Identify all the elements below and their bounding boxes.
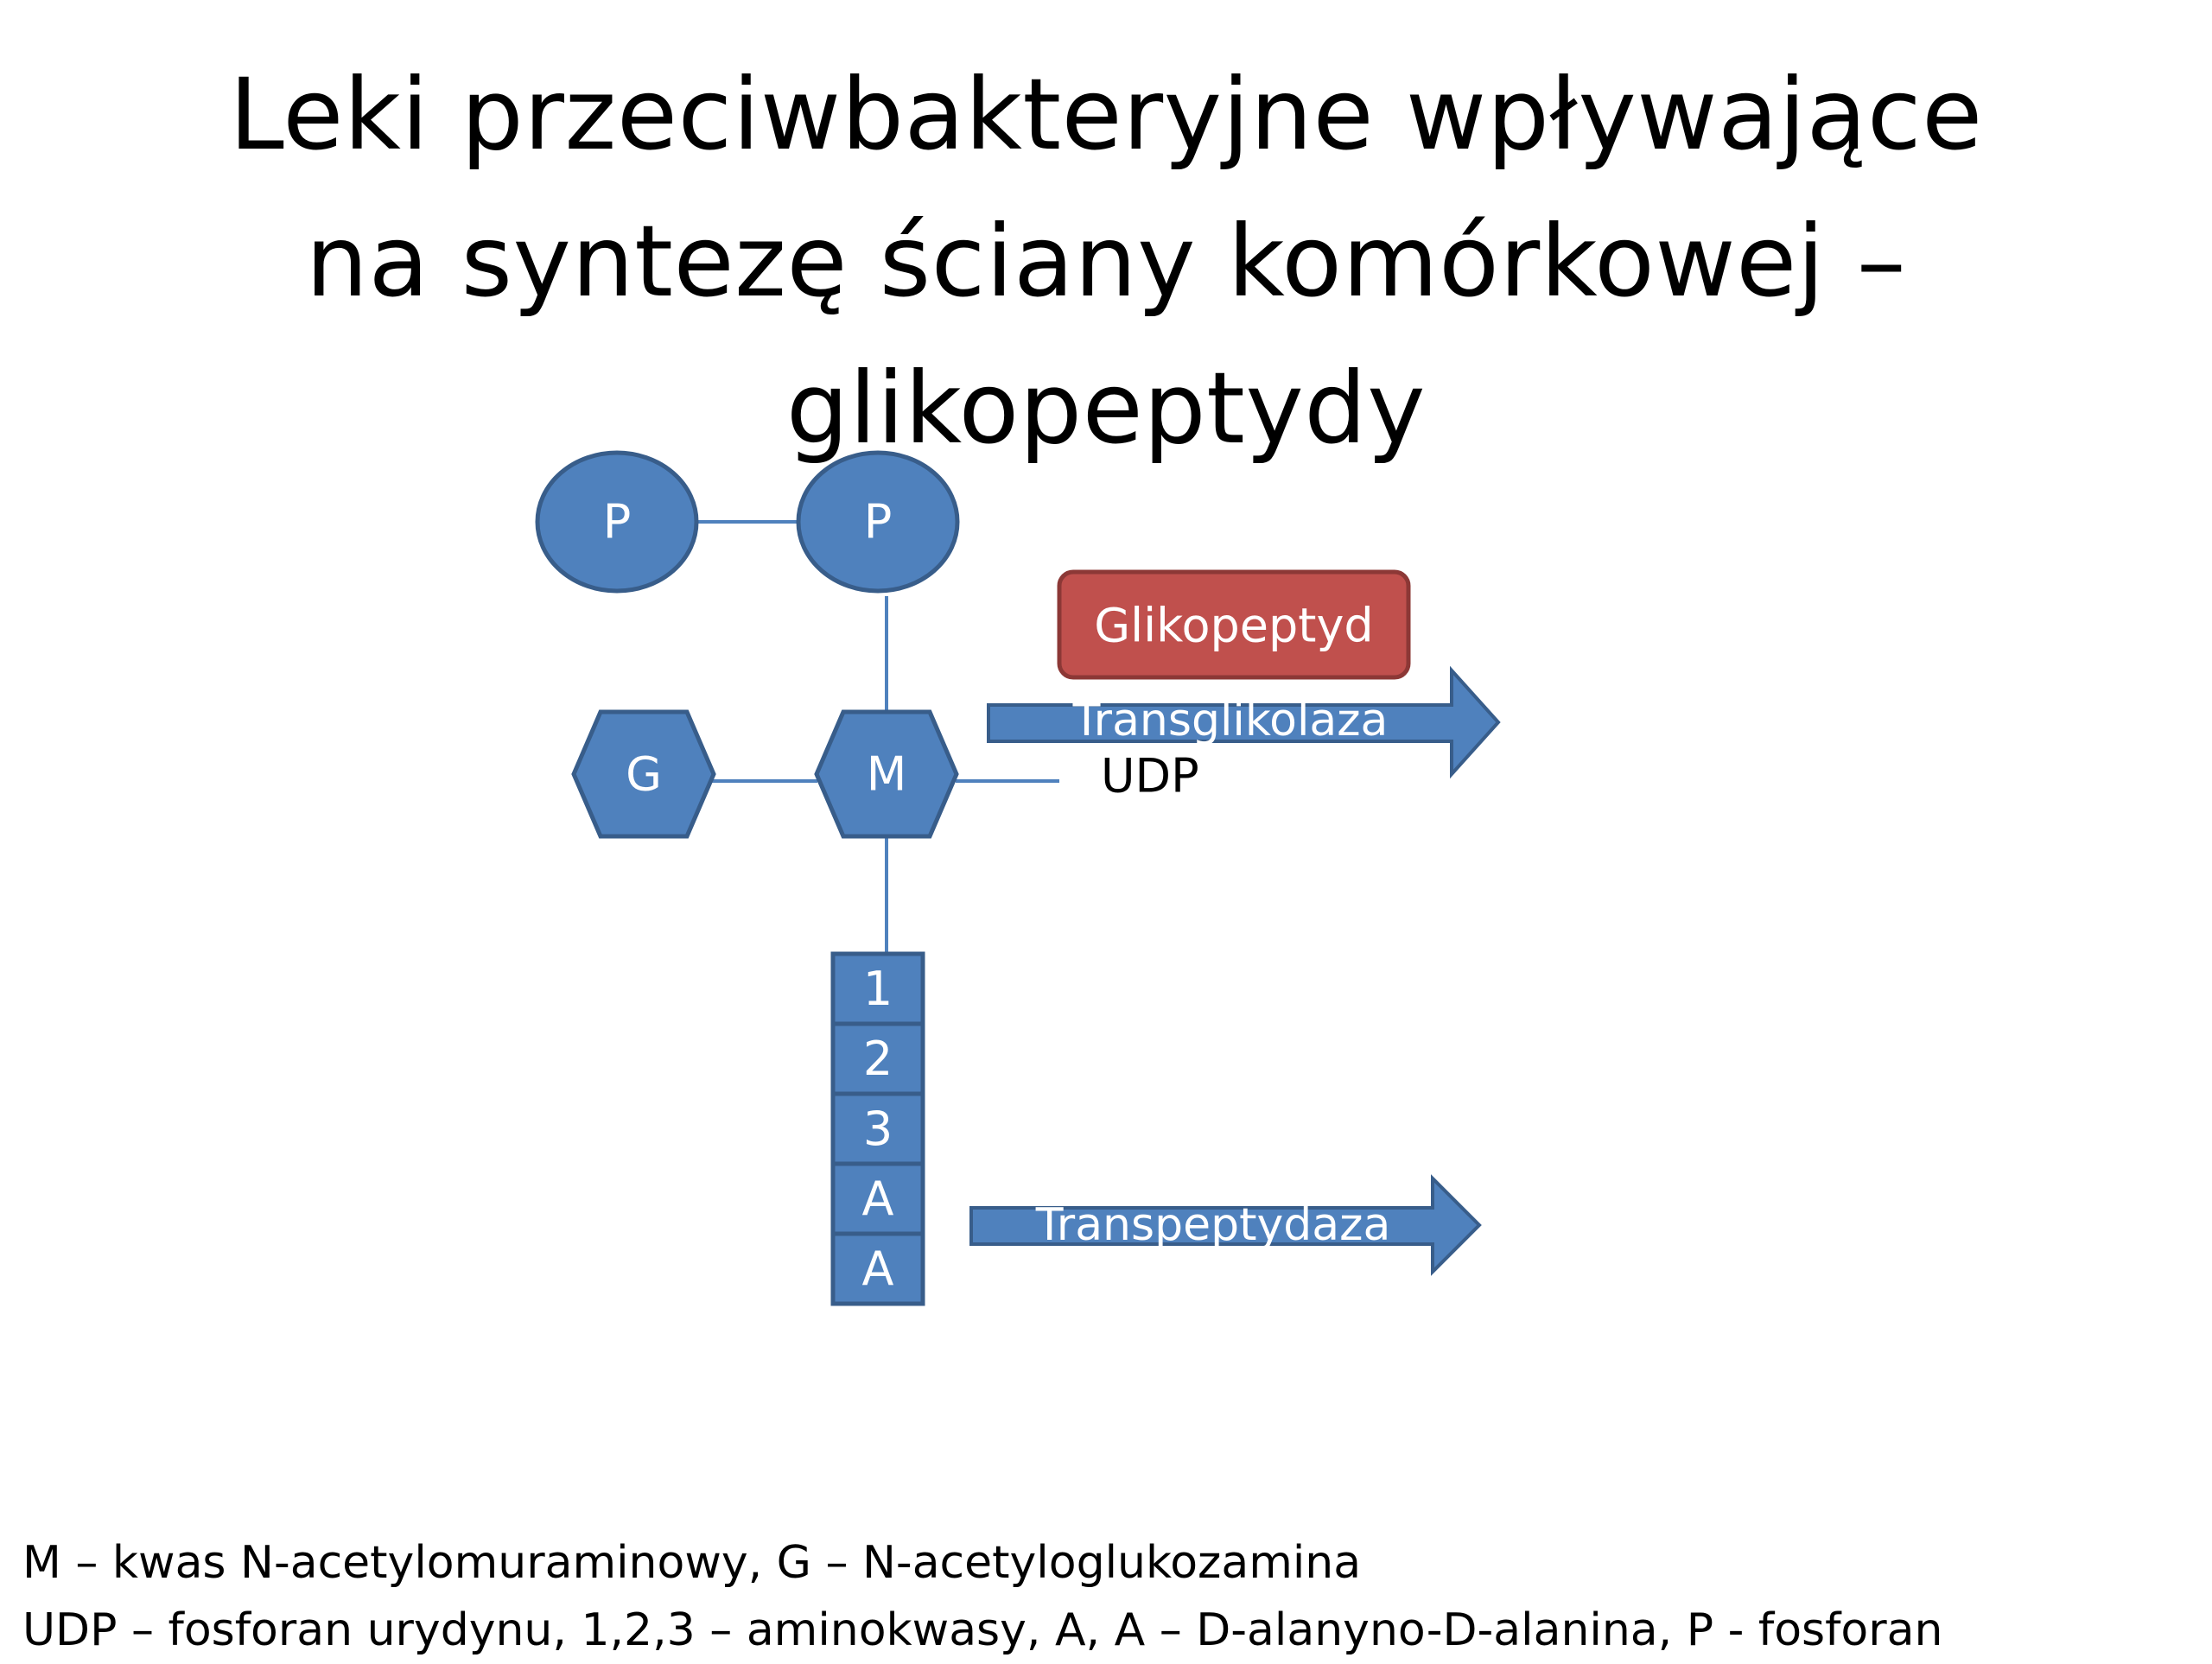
peptide-residue-box	[830, 951, 925, 1026]
peptide-residue-label: A	[862, 1242, 894, 1296]
glucosamine-hexagon	[571, 709, 716, 839]
phosphate-left-node	[535, 450, 699, 594]
muramic-hexagon	[814, 709, 959, 839]
glycopeptide-box	[1057, 569, 1411, 680]
legend: M – kwas N-acetylomuraminowy, G – N-acet…	[22, 1529, 2183, 1664]
title-line-2: na syntezę ściany komórkowej –	[305, 204, 1907, 319]
transpeptidase-label: Transpeptydaza	[1035, 1199, 1391, 1251]
glycopeptide-label: Glikopeptyd	[1094, 599, 1373, 653]
peptide-residue-label: 2	[863, 1032, 893, 1086]
transglycosylase-arrow	[987, 665, 1501, 779]
peptide-residue-label: 1	[863, 962, 893, 1016]
peptide-chain: 1 2 3AA	[830, 951, 925, 1306]
peptide-residue-box	[830, 1231, 925, 1306]
transglycosylase-label: Transglikolaza	[1072, 695, 1389, 746]
legend-line-2: UDP – fosforan urydynu, 1,2,3 – aminokwa…	[22, 1604, 1943, 1656]
peptide-residue-label: 3	[863, 1102, 893, 1156]
peptide-residue-box	[830, 1091, 925, 1166]
legend-line-1: M – kwas N-acetylomuraminowy, G – N-acet…	[22, 1537, 1362, 1589]
title-line-1: Leki przeciwbakteryjne wpływające	[229, 57, 1983, 172]
peptide-residue-label: A	[862, 1172, 894, 1226]
phosphate-right-label: P	[864, 495, 893, 549]
transpeptidase-arrow	[969, 1174, 1482, 1276]
muramic-label: M	[867, 747, 907, 802]
phosphate-right-node	[796, 450, 960, 594]
title-line-3: glikopeptydy	[785, 351, 1427, 466]
phosphate-left-label: P	[603, 495, 632, 549]
slide-title: Leki przeciwbakteryjne wpływające na syn…	[0, 41, 2212, 482]
peptide-residue-box	[830, 1021, 925, 1096]
glucosamine-label: G	[626, 747, 662, 802]
peptide-residue-box	[830, 1161, 925, 1236]
udp-label: UDP	[1101, 749, 1199, 803]
